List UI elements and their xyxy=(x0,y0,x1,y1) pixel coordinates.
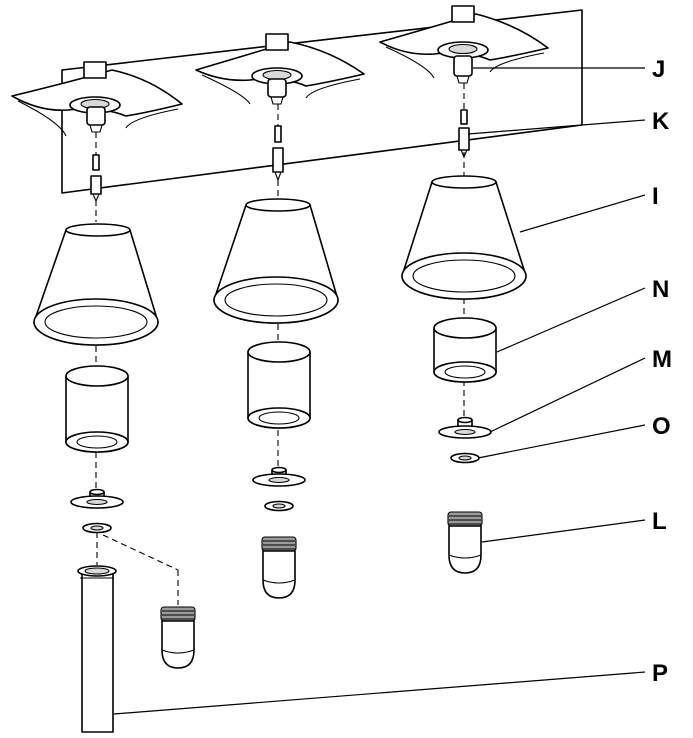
lamp-middle xyxy=(261,536,297,599)
offset-routing-lines xyxy=(96,532,179,605)
flange-washer-right xyxy=(438,416,492,439)
lamp-left xyxy=(160,606,196,669)
callout-p: P xyxy=(652,660,668,687)
canopy-middle xyxy=(195,33,365,105)
diffuser-left xyxy=(65,365,129,453)
ring-left xyxy=(82,522,112,534)
flange-washer-left xyxy=(70,488,124,509)
callout-o: O xyxy=(652,413,671,440)
flange-washer-middle xyxy=(252,466,306,487)
tube xyxy=(77,565,117,733)
callout-l: L xyxy=(652,508,667,535)
diffuser-middle xyxy=(247,341,311,429)
socket-hub-right xyxy=(453,55,473,84)
socket-hub-middle xyxy=(267,78,287,105)
shade-right xyxy=(401,175,527,300)
leader-lines xyxy=(113,67,646,715)
callout-j: J xyxy=(652,56,665,83)
threaded-rod-right xyxy=(458,109,470,159)
shade-middle xyxy=(213,198,339,324)
callout-k: K xyxy=(652,108,670,135)
threaded-rod-middle xyxy=(272,125,284,182)
callout-i: I xyxy=(652,183,659,210)
callout-m: M xyxy=(652,346,672,373)
canopy-right xyxy=(379,5,549,79)
ring-middle xyxy=(264,500,294,512)
threaded-rod-left xyxy=(90,154,102,203)
diffuser-right xyxy=(433,317,497,383)
lamp-right xyxy=(447,511,483,574)
shade-left xyxy=(33,223,159,346)
callout-n: N xyxy=(652,276,669,303)
ring-right xyxy=(450,452,480,464)
